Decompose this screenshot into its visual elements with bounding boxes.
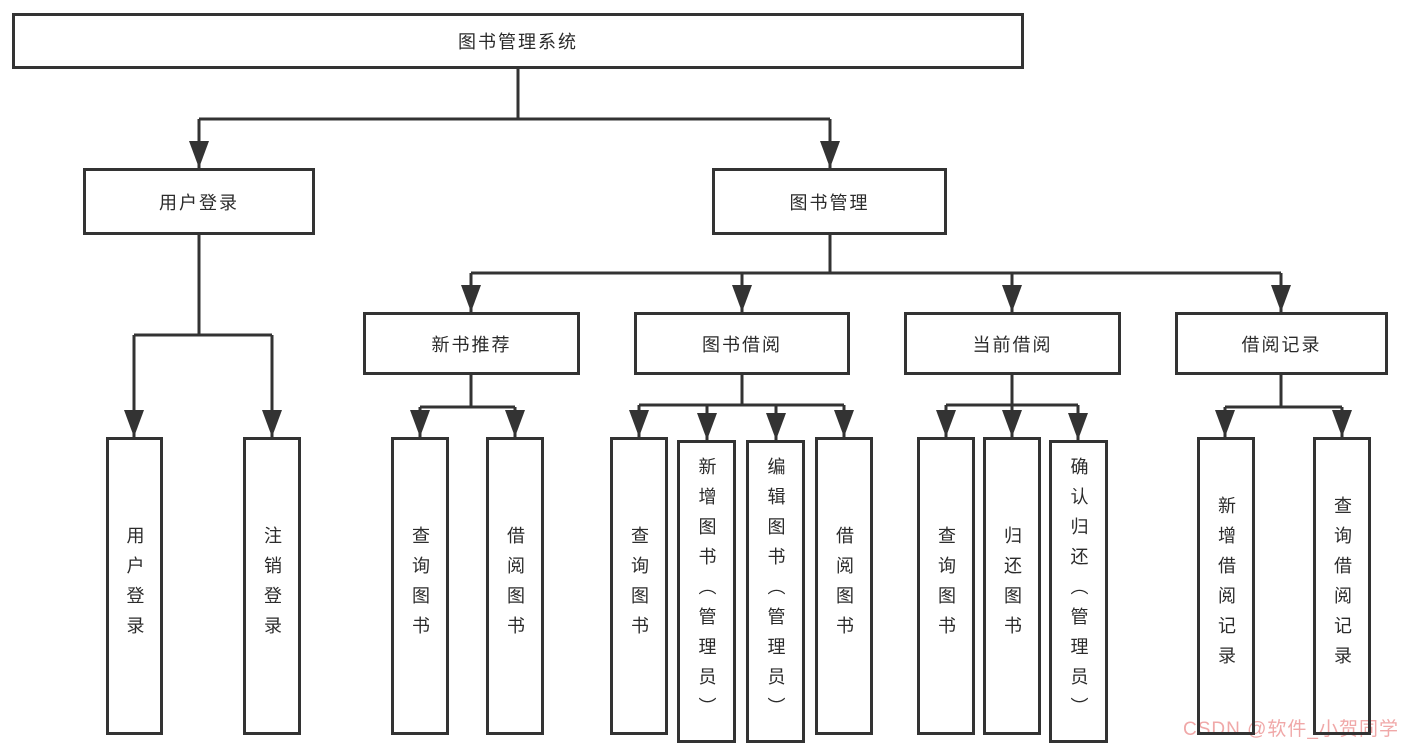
node-user-login: 用户登录: [83, 168, 315, 235]
leaf-label: 新增借阅记录: [1216, 496, 1236, 676]
node-book-borrow: 图书借阅: [634, 312, 850, 375]
leaf-label: 借阅图书: [834, 526, 854, 646]
leaf-borrow-borrow-books: 借阅图书: [815, 437, 873, 735]
leaf-label: 查询图书: [936, 526, 956, 646]
leaf-label: 注销登录: [262, 526, 282, 646]
leaf-current-confirm-return-admin: 确认归还（管理员）: [1049, 440, 1108, 743]
leaf-label: 查询图书: [410, 526, 430, 646]
leaf-borrow-query-books: 查询图书: [610, 437, 668, 735]
leaf-user-login: 用户登录: [106, 437, 163, 735]
node-current-borrow: 当前借阅: [904, 312, 1121, 375]
leaf-recommend-borrow-books: 借阅图书: [486, 437, 544, 735]
node-root: 图书管理系统: [12, 13, 1024, 69]
leaf-recommend-query-books: 查询图书: [391, 437, 449, 735]
leaf-borrow-add-books-admin: 新增图书（管理员）: [677, 440, 736, 743]
leaf-records-add-record: 新增借阅记录: [1197, 437, 1255, 735]
leaf-label: 查询图书: [629, 526, 649, 646]
leaf-label: 查询借阅记录: [1332, 496, 1352, 676]
leaf-logout: 注销登录: [243, 437, 301, 735]
leaf-records-query-record: 查询借阅记录: [1313, 437, 1371, 735]
leaf-current-return-books: 归还图书: [983, 437, 1041, 735]
node-book-management: 图书管理: [712, 168, 947, 235]
node-new-book-recommend: 新书推荐: [363, 312, 580, 375]
leaf-label: 编辑图书（管理员）: [765, 456, 786, 727]
leaf-borrow-edit-books-admin: 编辑图书（管理员）: [746, 440, 805, 743]
leaf-label: 新增图书（管理员）: [696, 456, 717, 727]
leaf-current-query-books: 查询图书: [917, 437, 975, 735]
leaf-label: 借阅图书: [505, 526, 525, 646]
leaf-label: 用户登录: [124, 526, 145, 646]
node-borrow-records: 借阅记录: [1175, 312, 1388, 375]
leaf-label: 归还图书: [1002, 526, 1022, 646]
leaf-label: 确认归还（管理员）: [1068, 456, 1089, 727]
arrowhead-icons: [124, 141, 1352, 440]
